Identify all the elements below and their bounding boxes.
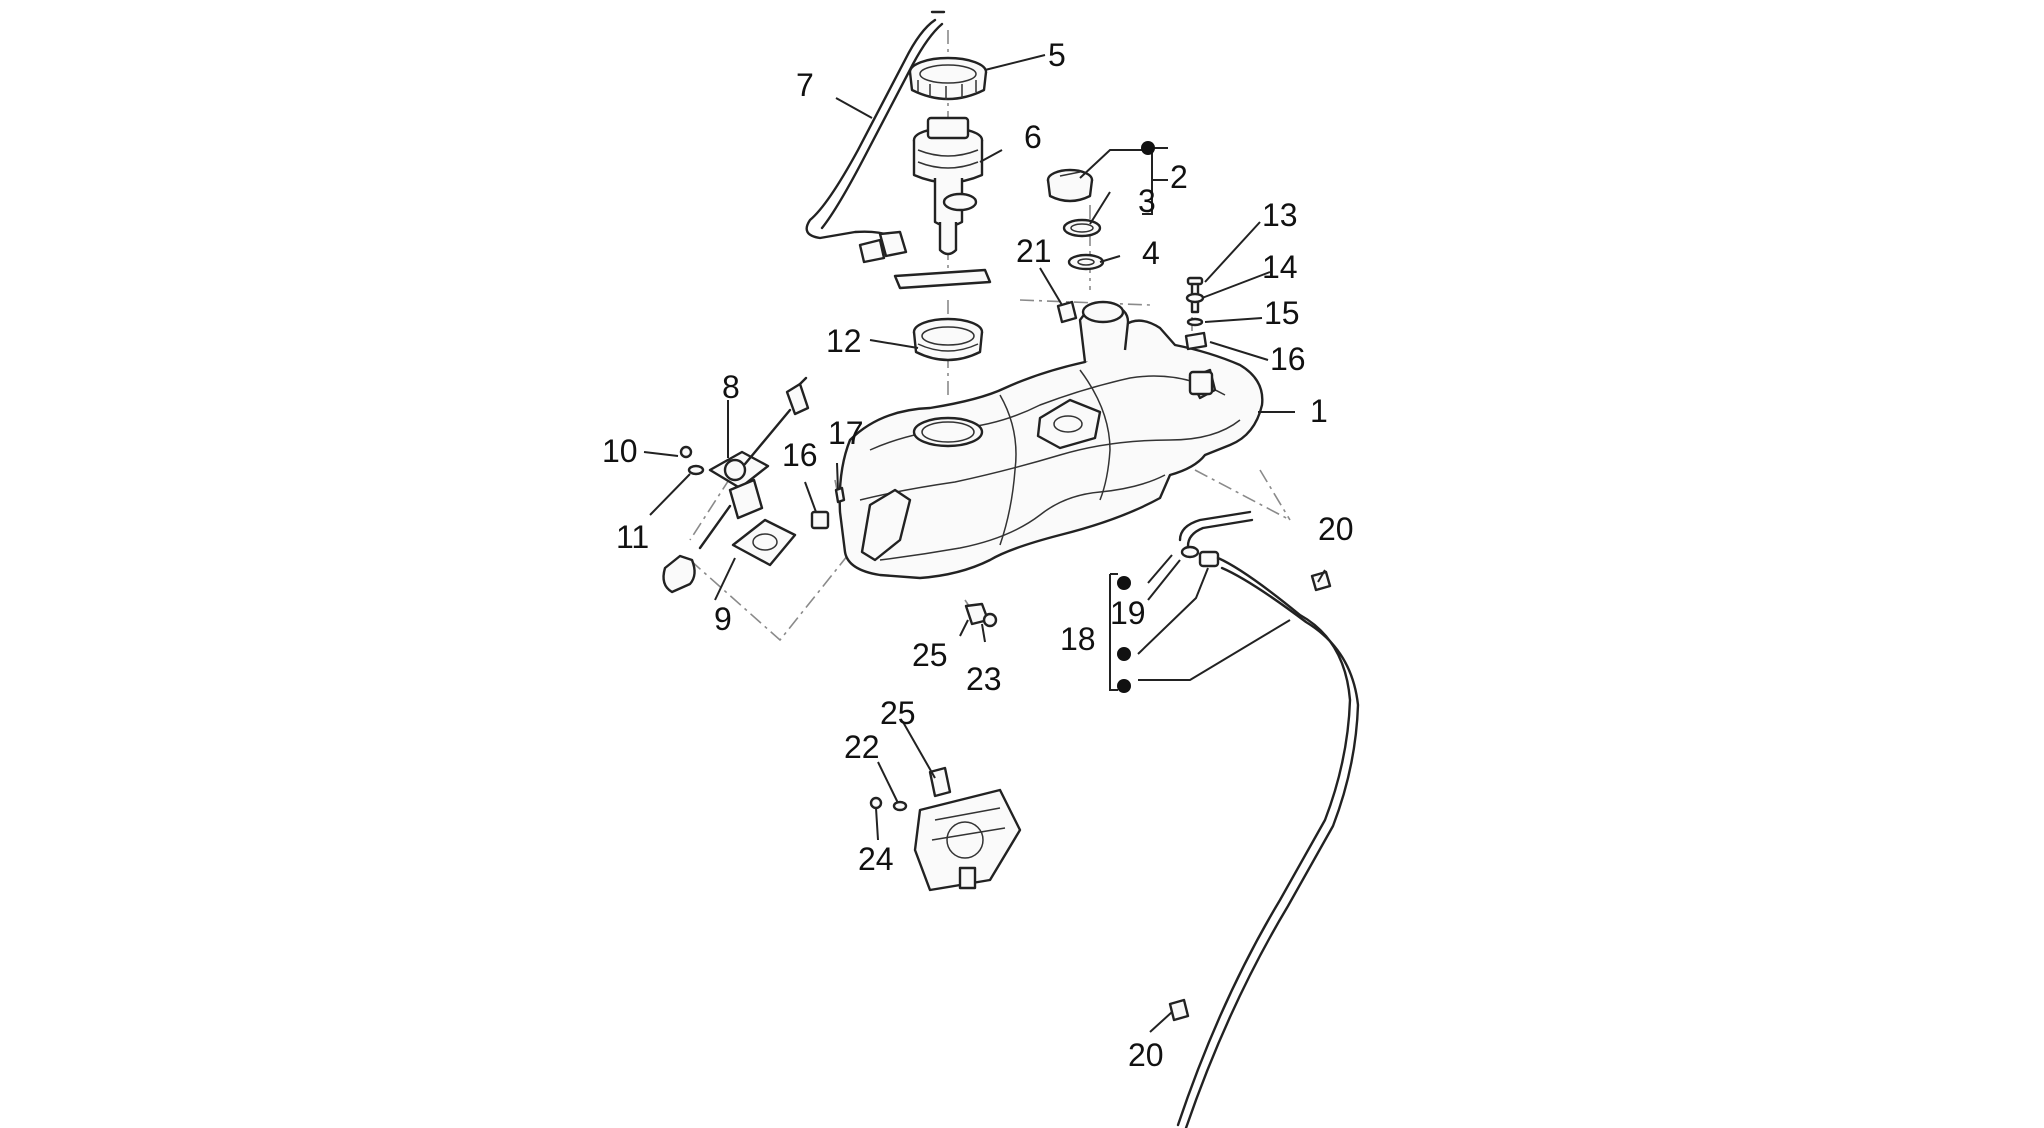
callout-8: 8 [722, 369, 740, 405]
callout-19: 19 [1110, 595, 1146, 631]
callout-2: 2 [1170, 159, 1188, 195]
callout-20-bottom: 20 [1128, 1037, 1164, 1073]
callout-25-upper: 25 [912, 637, 948, 673]
throttle-body [869, 766, 1022, 892]
drain-fitting [964, 602, 998, 628]
callout-1: 1 [1310, 393, 1328, 429]
reference-dots [1117, 141, 1155, 693]
breather-hose [1168, 510, 1360, 1128]
callout-4: 4 [1142, 235, 1160, 271]
callout-5: 5 [1048, 37, 1066, 73]
callout-labels: 1 2 3 4 5 6 7 8 9 10 11 12 13 14 15 16 1… [602, 37, 1354, 1073]
callout-15: 15 [1264, 295, 1300, 331]
callout-16-right: 16 [1270, 341, 1306, 377]
seal-ring-12 [912, 317, 984, 362]
callout-7: 7 [796, 67, 814, 103]
fuel-hose-7 [805, 10, 946, 264]
callout-13: 13 [1262, 197, 1298, 233]
fuel-pump-assembly [893, 56, 992, 290]
callout-9: 9 [714, 601, 732, 637]
fuel-tank [838, 300, 1264, 580]
callout-22: 22 [844, 729, 880, 765]
fasteners-left [810, 486, 846, 530]
callout-20-top: 20 [1318, 511, 1354, 547]
callout-23: 23 [966, 661, 1002, 697]
fuel-level-sender [662, 376, 810, 594]
callout-17: 17 [828, 415, 864, 451]
callout-12: 12 [826, 323, 862, 359]
leader-lines [643, 54, 1326, 1033]
callout-14: 14 [1262, 249, 1298, 285]
callout-18: 18 [1060, 621, 1096, 657]
filler-cap-assembly [1046, 168, 1105, 271]
callout-16-left: 16 [782, 437, 818, 473]
callout-6: 6 [1024, 119, 1042, 155]
callout-10: 10 [602, 433, 638, 469]
callout-25-lower: 25 [880, 695, 916, 731]
callout-24: 24 [858, 841, 894, 877]
callout-11: 11 [616, 519, 649, 555]
callout-21: 21 [1016, 233, 1052, 269]
callout-3: 3 [1138, 183, 1156, 219]
fasteners-right [1056, 276, 1208, 351]
